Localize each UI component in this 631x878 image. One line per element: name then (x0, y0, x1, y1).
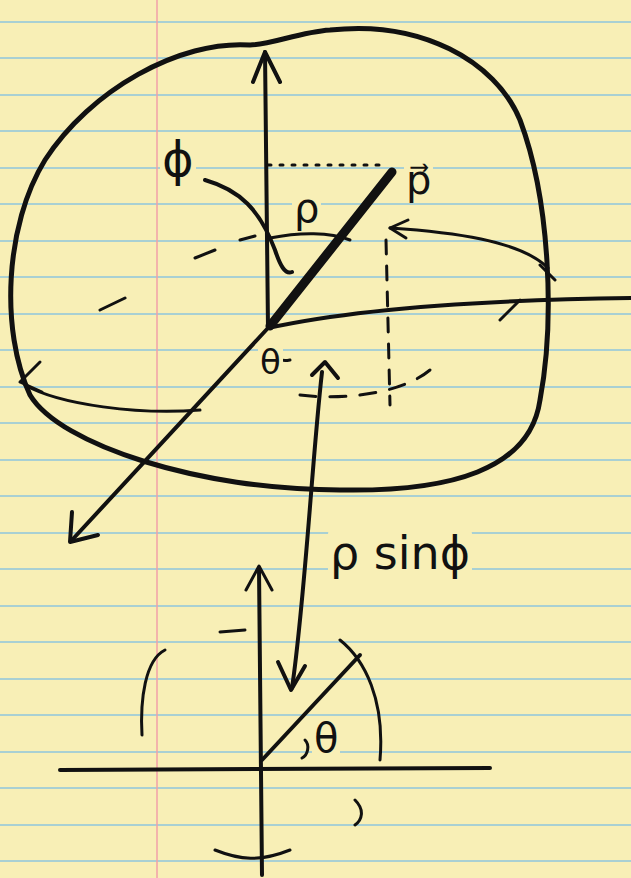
phi-label: ϕ (160, 135, 196, 183)
margin-line (156, 0, 158, 878)
theta-label: θ (312, 718, 340, 758)
theta-label: θ (258, 345, 283, 379)
sphere-figure (11, 28, 631, 875)
rho-sinphi-label: ρ sinϕ (328, 530, 472, 576)
vector-label: p⃗ (404, 160, 433, 200)
ruled-lines (0, 22, 631, 861)
rho-label: ρ (292, 188, 321, 228)
